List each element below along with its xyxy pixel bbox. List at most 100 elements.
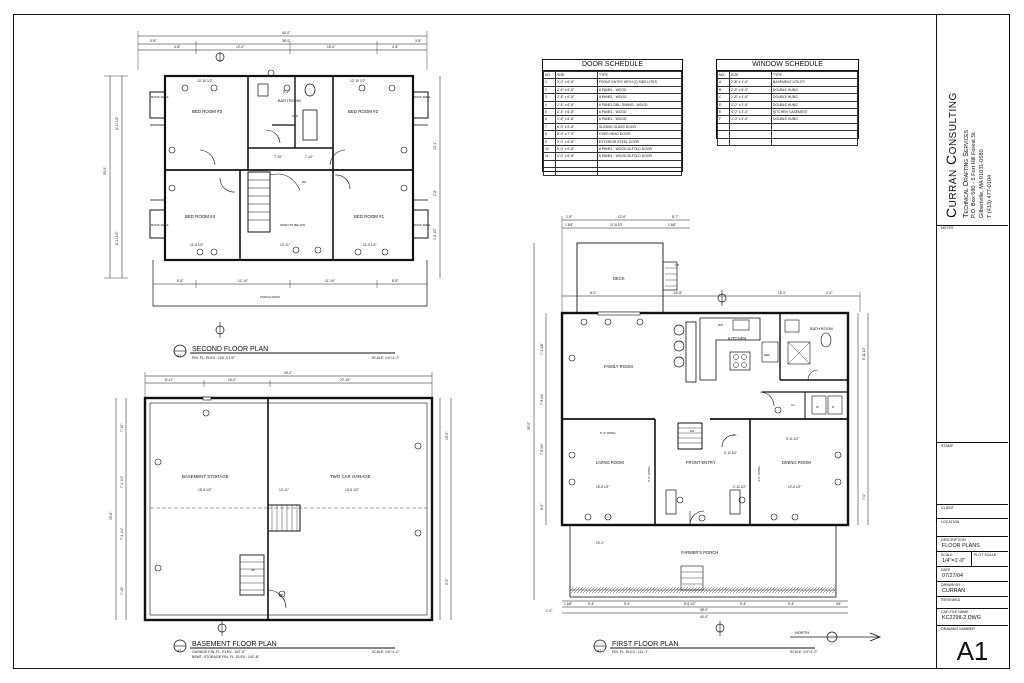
opening-label: 5'-0" OPNG.: [600, 431, 617, 435]
dim-text: 13'-1": [596, 541, 604, 545]
plan-scale: SCALE: 1/4"=1'-0": [790, 650, 818, 654]
dn-label: DN: [690, 429, 694, 433]
drawn-by-value: CURRAN: [942, 588, 966, 594]
schedule-cell: [771, 122, 858, 132]
dim-text: 12'-11": [280, 243, 291, 247]
schedule-cell: SIZE: [555, 70, 598, 80]
room-label: LIVING ROOM: [596, 460, 624, 465]
sheet-ref: A1: [177, 354, 181, 358]
room-label: BASEMENT STORAGE: [182, 474, 229, 479]
dim-text: 12'-6": [618, 215, 626, 219]
roof-area-label: ROOF AREA: [151, 95, 169, 99]
up-label: UP: [675, 263, 679, 267]
first-floor-title-block: A1 FIRST FLOOR PLAN FIN. FL. ELEV.: 111'…: [593, 639, 818, 654]
dim-text: 12'-0": [236, 45, 245, 49]
washer-label: W: [816, 405, 819, 409]
drawing-number-label: DRAWING NUMBER: [941, 627, 975, 631]
opening-label: 4'-0" OPNG.: [757, 465, 761, 482]
bath-label: BATH ROOM: [278, 99, 301, 103]
schedule-cell: 2'-6" x 6'-8": [555, 100, 598, 110]
dim-text: 11'-10": [325, 279, 336, 283]
schedule-cell: 2'-6" x 6'-8": [555, 85, 598, 95]
schedule-cell: 3'-0" x 6'-8": [555, 78, 598, 87]
stamp-field: STAMP: [937, 443, 1008, 505]
dim-text: 8'-11 1/2": [862, 347, 866, 360]
schedule-cell: 4: [543, 100, 556, 110]
dim-text: 8'-11 1/2": [115, 231, 119, 245]
schedule-cell: [555, 159, 598, 169]
drawing-sheet-border: [13, 14, 1010, 669]
schedule-cell: 3'-0" x 6'-8": [555, 137, 598, 147]
schedule-cell: 4'-0" x 3'-0": [729, 108, 772, 117]
location-label: LOCATION: [941, 520, 960, 524]
scale-field: SCALE PLOT SCALE 1/4"=1'-0": [937, 552, 1008, 567]
schedule-cell: BASEMENT UTILITY: [771, 78, 858, 87]
drawn-by-label: DRAWN BY: [941, 583, 961, 587]
schedule-cell: 1'-6" x 6'-8": [555, 115, 598, 124]
schedule-cell: [729, 130, 772, 139]
cl-label: CL.: [733, 433, 738, 437]
dim-text: 8'-7": [672, 215, 678, 219]
dim-text: 2'-11 1/2": [733, 485, 746, 489]
dim-text: 9'-4": [788, 602, 794, 606]
company-address-2: Gilbertville, MA 01031-0580: [979, 149, 985, 218]
plan-title: SECOND FLOOR PLAN: [192, 346, 268, 353]
schedule-cell: [771, 137, 858, 147]
schedule-cell: 8: [543, 130, 556, 139]
second-floor-plan: [104, 31, 441, 338]
field-divider: [971, 552, 972, 567]
schedule-cell: DOUBLE HUNG: [771, 115, 858, 124]
room-label: FARMER'S PORCH: [681, 550, 718, 555]
dim-text: 30'-8": [109, 511, 113, 520]
room-label: TWO CAR GARAGE: [330, 474, 371, 479]
dim-text: 7'-10": [120, 423, 124, 432]
opening-label: 6'-0" OPNG.: [647, 465, 651, 482]
schedule-cell: NO.: [543, 70, 556, 80]
dim-text: 8'-11 1/2": [115, 116, 119, 130]
dn-label: DN: [302, 180, 306, 184]
schedule-cell: 1: [543, 78, 556, 87]
room-label: DINING ROOM: [782, 460, 811, 465]
schedule-cell: [729, 122, 772, 132]
plan-subtitle: FIN. FL. ELEV.: 111'-7": [612, 650, 649, 654]
schedule-cell: 11: [543, 152, 556, 161]
cad-file-field: CAD FILE NAME KC2298-2.DWG: [937, 609, 1008, 626]
dim-text: 12'-1": [433, 141, 437, 150]
schedule-cell: [597, 159, 682, 169]
dim-text: 7'-8 1/4": [540, 393, 544, 405]
plan-title: FIRST FLOOR PLAN: [612, 641, 678, 648]
roof-area-label: ROOF AREA: [413, 223, 431, 227]
dim-text: 12'-10 1/2": [197, 79, 214, 83]
dim-text: 12'-11": [279, 488, 290, 492]
ref-label: REF.: [764, 353, 771, 357]
dim-text: 3'-8": [150, 39, 157, 43]
schedule-cell: 3'-0" x 3'-6": [729, 100, 772, 110]
basement-title-block: A1 BASEMENT FLOOR PLAN GARAGE FIN. FL. E…: [173, 639, 400, 659]
open-below-label: OPEN TO BELOW: [280, 223, 305, 227]
drawn-by-field: DRAWN BY CURRAN: [937, 582, 1008, 597]
dim-text: 2'-8": [433, 189, 437, 196]
schedule-cell: [717, 137, 730, 147]
dim-text: 8'-8": [177, 279, 184, 283]
schedule-cell: 7: [543, 122, 556, 132]
plan-subtitle: GARAGE FIN. FL. ELEV.: 102'-0": [192, 650, 246, 654]
dim-text: 30'-0": [527, 422, 531, 430]
dim-text: 7'-8 1/4": [540, 443, 544, 455]
company-phone: T (413) 477-0104: [987, 174, 993, 218]
dim-text: 16'-0": [228, 378, 237, 382]
room-label: BED ROOM #3: [192, 109, 223, 114]
schedule-cell: SLIDING GLASS DOOR: [597, 122, 682, 132]
dim-text: 1 5/8": [565, 223, 573, 227]
schedule-cell: EXTERIOR STEEL DOOR: [597, 137, 682, 147]
schedule-cell: 6 PANEL DBL. SWING - WOOD: [597, 100, 682, 110]
schedule-cell: DOUBLE HUNG: [771, 93, 858, 102]
schedule-cell: TYPE: [597, 70, 682, 80]
